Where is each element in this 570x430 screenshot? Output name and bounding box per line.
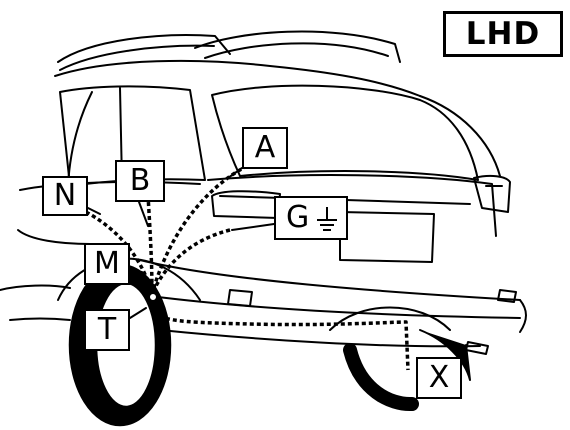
roof-rails (57, 30, 401, 71)
exhaust-pipe (465, 341, 489, 355)
callout-t: T (84, 309, 130, 351)
callout-g-label: G (286, 200, 310, 235)
callout-x: X (416, 357, 462, 399)
callout-g: G (274, 196, 348, 240)
connector-point (148, 292, 158, 302)
callout-b: B (115, 160, 165, 202)
car-body (0, 59, 527, 348)
ground-symbol-icon (317, 207, 337, 231)
callout-a: A (242, 127, 288, 169)
lhd-badge: LHD (443, 11, 563, 57)
leader-lines (87, 167, 275, 319)
callout-m: M (84, 243, 130, 285)
callout-n: N (42, 176, 88, 216)
rear-right-tire (343, 329, 471, 412)
